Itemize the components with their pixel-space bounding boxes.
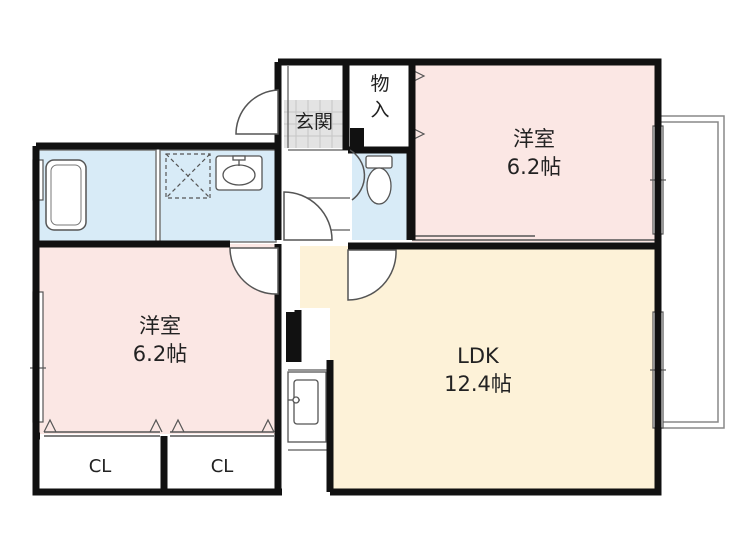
storage-label-line1: 物 bbox=[370, 73, 389, 95]
storage-label-line2: 入 bbox=[370, 99, 389, 121]
entrance-door bbox=[235, 89, 279, 135]
column bbox=[350, 128, 364, 148]
ldk-floor bbox=[300, 246, 658, 490]
western-room-left-size: 6.2帖 bbox=[133, 342, 187, 366]
sliding-doors bbox=[44, 235, 658, 437]
western-room-left-name: 洋室 bbox=[139, 314, 181, 338]
entrance-label: 玄関 bbox=[295, 111, 333, 133]
toilet-icon bbox=[365, 155, 393, 205]
closet-2-label: CL bbox=[211, 456, 234, 477]
column bbox=[286, 312, 298, 362]
western-room-right-size: 6.2帖 bbox=[507, 155, 561, 179]
toilet-door bbox=[349, 149, 366, 201]
entrance-tile-pattern bbox=[284, 100, 344, 148]
closet-1-label: CL bbox=[89, 456, 112, 477]
closet-2-floor bbox=[168, 440, 276, 490]
room-fills bbox=[38, 60, 658, 490]
doors bbox=[229, 89, 397, 301]
closet-1-floor bbox=[40, 440, 160, 490]
washing-machine-pan-icon bbox=[165, 153, 211, 199]
kitchen-sink-icon bbox=[287, 371, 327, 443]
bathtub-icon bbox=[45, 159, 87, 231]
closet-markers bbox=[43, 69, 426, 433]
western-room-left-floor bbox=[38, 244, 278, 434]
ldk-name: LDK bbox=[457, 344, 500, 368]
western-room-right-floor bbox=[412, 60, 658, 242]
ldk-size: 12.4帖 bbox=[444, 372, 512, 396]
western-room-right-name: 洋室 bbox=[513, 127, 555, 151]
hall-door bbox=[283, 191, 333, 241]
left-room-door bbox=[229, 247, 279, 295]
balcony bbox=[660, 115, 725, 429]
washbasin-icon bbox=[215, 155, 263, 191]
ldk-door bbox=[347, 249, 397, 301]
